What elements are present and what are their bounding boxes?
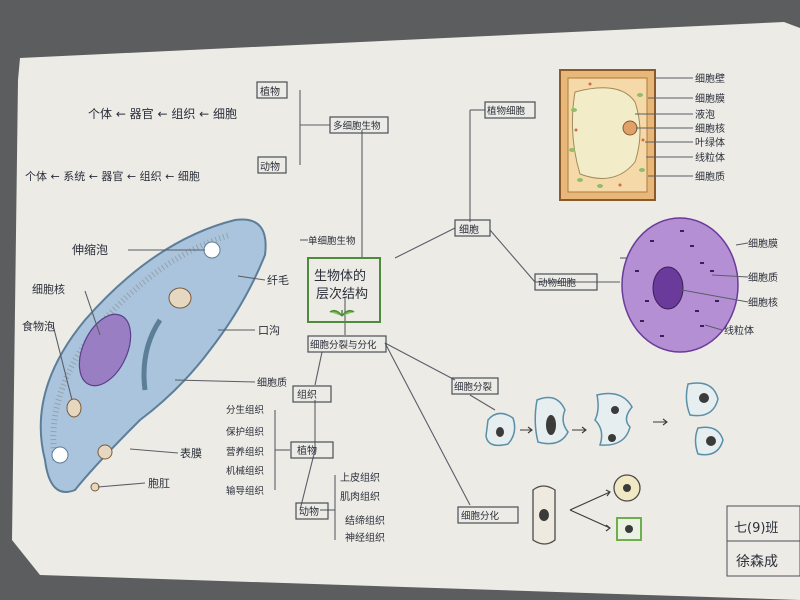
animal-tissue-box: [295, 502, 329, 520]
plant-cell-label-2: 液泡: [695, 108, 715, 121]
plant-cell-label-0: 细胞壁: [695, 72, 725, 85]
paramecium-label-2: 食物泡: [22, 319, 55, 333]
paramecium-drawing: [39, 218, 267, 493]
center-line1: 生物体的: [314, 268, 366, 284]
plant-cell-labels: 细胞壁 细胞膜 液泡 细胞核 叶绿体 线粒体 细胞质: [635, 72, 725, 183]
multicellular-label: 多细胞生物: [333, 120, 381, 132]
plant-cell-drawing: [559, 69, 656, 201]
paramecium-label-0: 伸缩泡: [72, 242, 108, 257]
plant-cell-title: 植物细胞: [487, 105, 526, 117]
plant-tissue-1: 保护组织: [226, 426, 264, 438]
plant-cell-label-6: 细胞质: [695, 170, 725, 183]
unicellular-label: 单细胞生物: [308, 235, 356, 247]
division-label: 细胞分裂: [454, 381, 493, 393]
paramecium-leader-lines: [52, 249, 266, 488]
connector-lines: [274, 90, 635, 540]
plant-label: 植物: [260, 85, 280, 98]
paramecium-label-1: 细胞核: [32, 282, 65, 296]
animal-tissue-3: 神经组织: [345, 531, 385, 544]
sprout-icon: [329, 309, 355, 317]
division-sequence: [485, 382, 724, 456]
animal-tissue-0: 上皮组织: [340, 471, 380, 484]
differentiation-drawings: [532, 474, 642, 545]
center-box: [307, 257, 381, 323]
plant-tissue-label: 植物: [297, 444, 317, 457]
plant-cell-label-5: 线粒体: [695, 151, 725, 164]
plant-cell-label-4: 叶绿体: [695, 136, 725, 149]
paramecium-label-5: 细胞质: [257, 376, 287, 389]
cell-label: 细胞: [459, 223, 479, 236]
animal-chain: 个体 ← 系统 ← 器官 ← 组织 ← 细胞: [25, 169, 200, 183]
animal-tissue-2: 结缔组织: [345, 514, 385, 527]
plant-tissue-2: 营养组织: [226, 446, 264, 458]
paramecium-label-6: 表膜: [180, 446, 202, 460]
animal-tissue-label: 动物: [299, 505, 319, 518]
paramecium-label-7: 胞肛: [148, 477, 170, 490]
animal-cell-label-2: 细胞核: [748, 296, 778, 309]
division-box: [451, 377, 499, 395]
division-diff-box: [307, 335, 387, 353]
animal-cell-drawing: [621, 217, 739, 353]
animal-cell-label-0: 细胞膜: [748, 237, 778, 250]
plant-box: [256, 81, 288, 99]
plant-cell-label-3: 细胞核: [695, 122, 725, 135]
cell-box: [454, 219, 491, 237]
plant-tissue-4: 输导组织: [226, 485, 264, 497]
animal-cell-labels: 细胞膜 细胞质 细胞核 线粒体: [681, 237, 778, 337]
multicellular-box: [329, 116, 389, 134]
plant-cell-label-1: 细胞膜: [695, 92, 725, 105]
differentiation-box: [457, 506, 519, 524]
paramecium-label-3: 纤毛: [267, 274, 289, 287]
animal-cell-title: 动物细胞: [538, 277, 577, 289]
plant-tissue-0: 分生组织: [226, 404, 264, 416]
signature-class: 七(9)班: [734, 521, 778, 536]
center-line2: 层次结构: [316, 286, 368, 302]
animal-tissue-1: 肌肉组织: [340, 490, 380, 503]
differentiation-label: 细胞分化: [461, 510, 500, 522]
animal-cell-label-3: 线粒体: [724, 324, 754, 337]
plant-tissue-box: [290, 441, 334, 459]
plant-cell-title-box: [484, 101, 536, 119]
signature-name: 徐森成: [736, 554, 778, 570]
animal-cell-title-box: [534, 273, 598, 291]
plant-chain: 个体 ← 器官 ← 组织 ← 细胞: [88, 106, 237, 121]
animal-box: [257, 156, 287, 174]
paramecium-label-4: 口沟: [258, 324, 280, 337]
plant-tissue-3: 机械组织: [226, 465, 264, 477]
tissue-label: 组织: [297, 388, 317, 401]
division-arrows: [520, 418, 668, 434]
division-diff-label: 细胞分裂与分化: [310, 339, 377, 351]
animal-label: 动物: [260, 160, 280, 173]
tissue-box: [292, 385, 332, 403]
animal-cell-label-1: 细胞质: [748, 271, 778, 284]
